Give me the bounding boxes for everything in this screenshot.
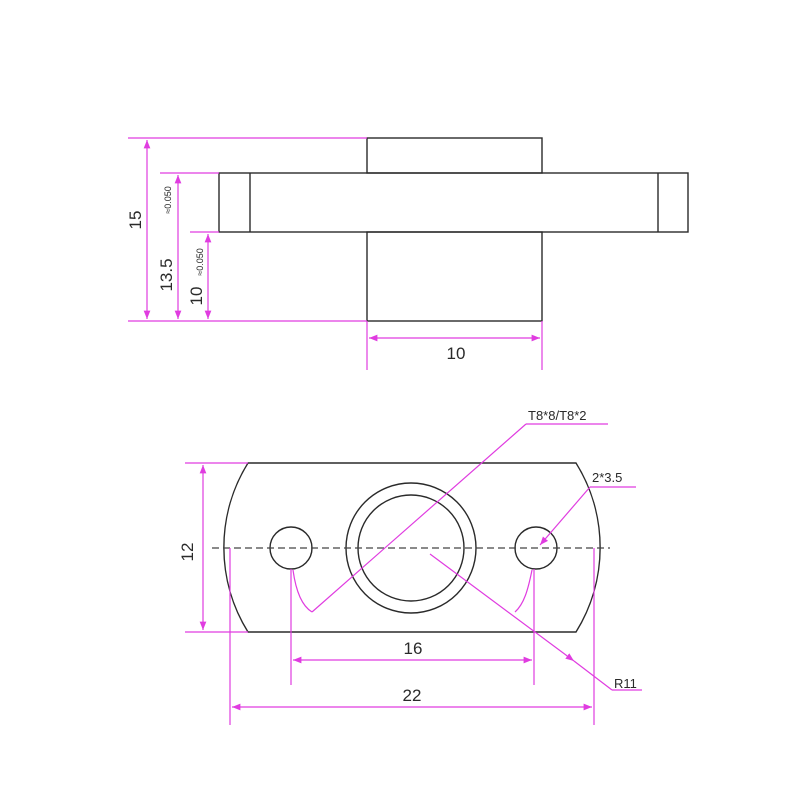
label-radius: R11 bbox=[614, 676, 637, 691]
radius-arc-left bbox=[292, 569, 313, 613]
label-hole-spacing: 16 bbox=[404, 639, 423, 658]
label-hole-size: 2*3.5 bbox=[592, 470, 622, 485]
flange bbox=[218, 172, 689, 233]
label-thread: T8*8/T8*2 bbox=[528, 408, 587, 423]
label-flange-top: 13.5 bbox=[157, 258, 176, 291]
label-boss-width: 10 bbox=[447, 344, 466, 363]
side-view: 15 13.5 ≈0.050 10 ≈0.050 10 bbox=[126, 137, 689, 370]
top-view: 12 16 22 T8*8/T8*2 2*3.5 R11 bbox=[178, 408, 642, 725]
radius-arc-right bbox=[514, 569, 533, 613]
hole-leader bbox=[539, 486, 591, 546]
bottom-boss bbox=[366, 231, 543, 322]
radius-leader-ext bbox=[573, 660, 613, 691]
label-flange-top-tol: ≈0.050 bbox=[163, 186, 173, 213]
thread-leader bbox=[311, 423, 527, 613]
nut-outline bbox=[223, 462, 601, 633]
radius-leader bbox=[429, 553, 575, 662]
label-height-total: 15 bbox=[126, 211, 145, 230]
label-flange-bottom-tol: ≈0.050 bbox=[195, 248, 205, 275]
label-height: 12 bbox=[178, 543, 197, 562]
top-boss bbox=[366, 137, 543, 174]
label-flange-bottom: 10 bbox=[187, 287, 206, 306]
label-overall-width: 22 bbox=[403, 686, 422, 705]
